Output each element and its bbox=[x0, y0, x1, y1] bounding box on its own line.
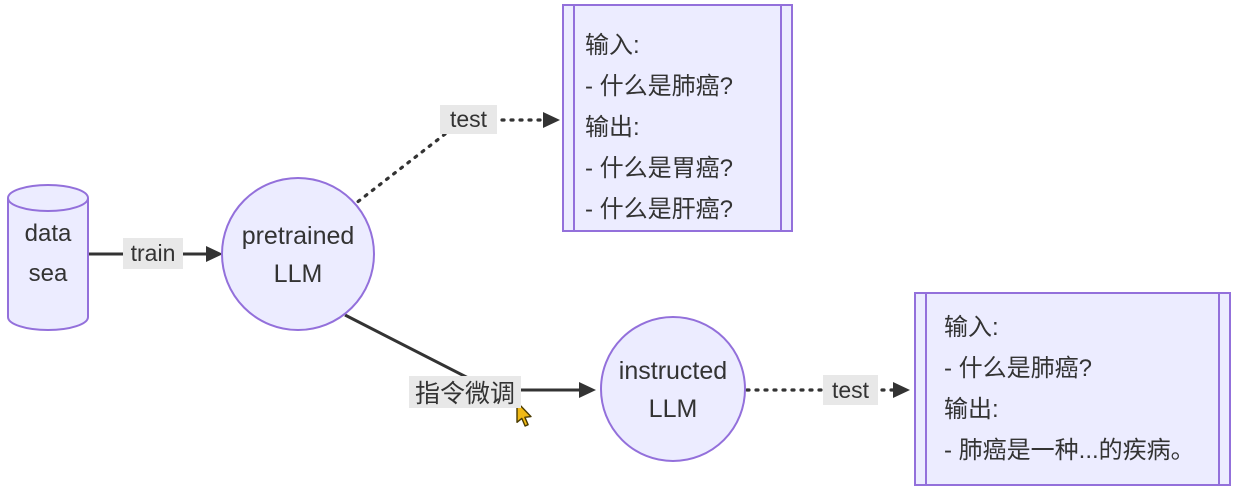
test-edge-bottom-arrowhead bbox=[893, 382, 910, 398]
instructed-llm-circle bbox=[600, 316, 746, 462]
finetune-edge-label: 指令微调 bbox=[409, 376, 521, 408]
test-edge-bottom-label: test bbox=[823, 375, 878, 405]
box-line: 输入: bbox=[944, 314, 999, 341]
data-sea-cylinder bbox=[7, 184, 89, 331]
test-edge-top-arrowhead bbox=[543, 112, 560, 128]
box-line: - 什么是肺癌? bbox=[585, 73, 734, 100]
test-output-box-pretrained bbox=[562, 4, 793, 232]
test-output-text-pretrained: 输入: - 什么是肺癌? 输出: - 什么是胃癌? - 什么是肝癌? bbox=[585, 25, 733, 230]
test-output-box-instructed bbox=[914, 292, 1231, 486]
finetune-edge-arrowhead bbox=[579, 382, 596, 398]
box-line: 输出: bbox=[944, 396, 999, 423]
box-line: - 什么是胃癌? bbox=[585, 155, 734, 182]
test-output-text-instructed: 输入: - 什么是肺癌? 输出: - 肺癌是一种...的疾病。 bbox=[944, 307, 1195, 471]
train-edge-label: train bbox=[123, 238, 183, 269]
box-line: - 肺癌是一种...的疾病。 bbox=[944, 437, 1195, 464]
pretrained-llm-circle bbox=[221, 177, 375, 331]
box-line: - 什么是肺癌? bbox=[944, 355, 1093, 382]
box-line: - 什么是肝癌? bbox=[585, 196, 734, 223]
mouse-cursor-icon bbox=[516, 401, 532, 427]
test-edge-top-label: test bbox=[440, 105, 497, 134]
train-edge-arrowhead bbox=[206, 246, 223, 262]
box-line: 输入: bbox=[585, 32, 640, 59]
box-line: 输出: bbox=[585, 114, 640, 141]
